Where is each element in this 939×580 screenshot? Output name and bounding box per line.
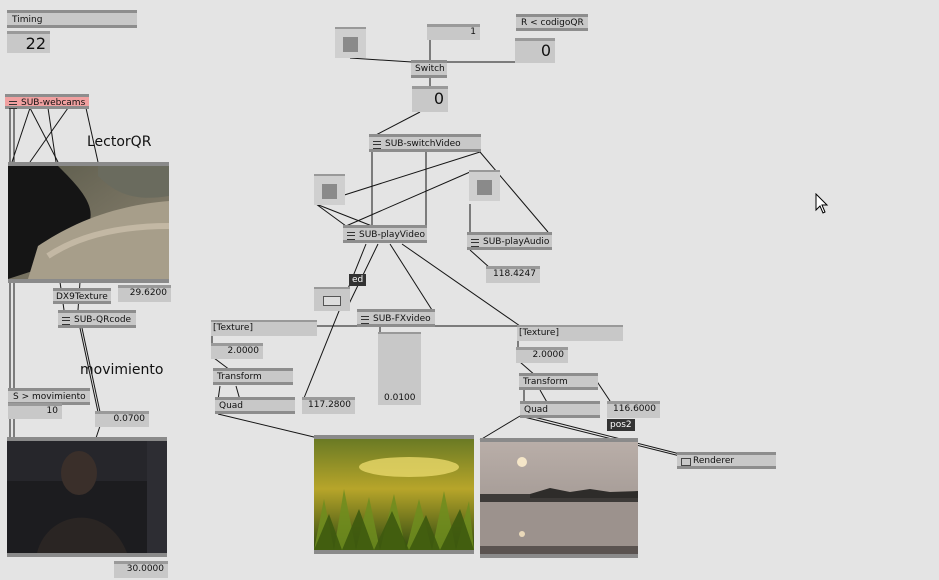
scale-right-box[interactable]: 2.0000 (516, 347, 568, 363)
toggle-square-icon (343, 37, 358, 52)
video-preview-sunset (480, 438, 638, 558)
transform-left-node[interactable]: Transform (213, 368, 293, 385)
renderer-node[interactable]: Renderer (677, 452, 776, 469)
quad-right-value-box[interactable]: 116.6000 (607, 401, 660, 418)
toggle-button-1[interactable] (335, 27, 366, 58)
transform-left-label: Transform (217, 372, 262, 382)
renderer-window-icon (681, 458, 691, 466)
renderer-label: Renderer (693, 456, 735, 466)
quad-left-label: Quad (219, 401, 244, 411)
bang-rectangle-icon (323, 296, 341, 306)
sub-playvideo-node[interactable]: SUB-playVideo (343, 225, 427, 243)
switch-label: Switch (415, 64, 445, 74)
toggle-square-icon (322, 184, 337, 199)
quad-right-node[interactable]: Quad (520, 401, 600, 418)
webcam-qr-preview (8, 162, 169, 283)
video-preview-grass (314, 435, 474, 554)
texture-left-node[interactable]: [Texture] (211, 320, 317, 336)
mouse-cursor-icon (815, 193, 829, 214)
sub-fxvideo-node[interactable]: SUB-FXvideo (357, 309, 435, 327)
texture-right-label: [Texture] (519, 328, 559, 338)
codigo-value-box[interactable]: 0 (515, 38, 555, 63)
texture-value-box[interactable]: 29.6200 (118, 285, 171, 302)
sub-playaudio-label: SUB-playAudio (483, 237, 550, 247)
quad-left-node[interactable]: Quad (215, 397, 295, 414)
subpatch-icon (471, 239, 479, 247)
toggle-button-2[interactable] (314, 174, 345, 205)
r-codigoqr-label: R < codigoQR (521, 18, 584, 28)
subpatch-icon (62, 317, 70, 325)
sub-qrcode-node[interactable]: SUB-QRcode (58, 310, 136, 328)
switch-node[interactable]: Switch (411, 60, 447, 78)
bang-node[interactable] (314, 287, 350, 311)
sub-playaudio-node[interactable]: SUB-playAudio (467, 232, 552, 250)
timing-value-box[interactable]: 22 (7, 31, 50, 53)
transform-right-label: Transform (523, 377, 568, 387)
sub-switchvideo-node[interactable]: SUB-switchVideo (369, 134, 481, 152)
r-codigoqr-node[interactable]: R < codigoQR (516, 14, 588, 31)
one-value-box[interactable]: 1 (427, 24, 480, 40)
dx9texture-label: DX9Texture (56, 292, 108, 302)
send-movimiento-label: S > movimiento (13, 392, 86, 402)
webcam-bottom-value-box[interactable]: 30.0000 (114, 561, 168, 578)
timing-label: Timing (12, 15, 43, 25)
sub-qrcode-label: SUB-QRcode (74, 315, 132, 325)
movimiento-label: movimiento (80, 362, 164, 378)
toggle-button-3[interactable] (469, 170, 500, 201)
sub-playvideo-label: SUB-playVideo (359, 230, 425, 240)
subpatch-icon (361, 316, 369, 324)
sub-webcams-label: SUB-webcams (21, 98, 86, 108)
sub-fxvideo-label: SUB-FXvideo (373, 314, 431, 324)
texture-left-label: [Texture] (213, 323, 253, 333)
fx-slider-value: 0.0100 (384, 393, 416, 403)
audio-value-box[interactable]: 118.4247 (486, 266, 540, 283)
texture-right-node[interactable]: [Texture] (517, 325, 623, 341)
webcam-movement-preview (7, 437, 167, 557)
qr-value-box[interactable]: 0.0700 (95, 411, 149, 427)
dx9texture-node[interactable]: DX9Texture (53, 288, 111, 304)
ed-tooltip: ed (349, 274, 367, 286)
sub-switchvideo-label: SUB-switchVideo (385, 139, 461, 149)
subpatch-icon (9, 101, 17, 109)
subpatch-icon (373, 141, 381, 149)
subpatch-icon (347, 232, 355, 240)
lectorqr-label: LectorQR (87, 134, 152, 150)
quad-left-value-box[interactable]: 117.2800 (302, 397, 355, 414)
sub-webcams-node[interactable]: SUB-webcams (5, 94, 89, 109)
timing-node[interactable]: Timing (7, 10, 137, 28)
scale-left-box[interactable]: 2.0000 (211, 343, 263, 359)
quad-right-label: Quad (524, 405, 549, 415)
pos2-tooltip: pos2 (607, 419, 635, 431)
movimiento-value-box[interactable]: 10 (8, 403, 62, 419)
fx-slider[interactable]: 0.0100 (378, 332, 421, 405)
transform-right-node[interactable]: Transform (519, 373, 598, 390)
toggle-square-icon (477, 180, 492, 195)
switch-output-box[interactable]: 0 (412, 86, 448, 112)
